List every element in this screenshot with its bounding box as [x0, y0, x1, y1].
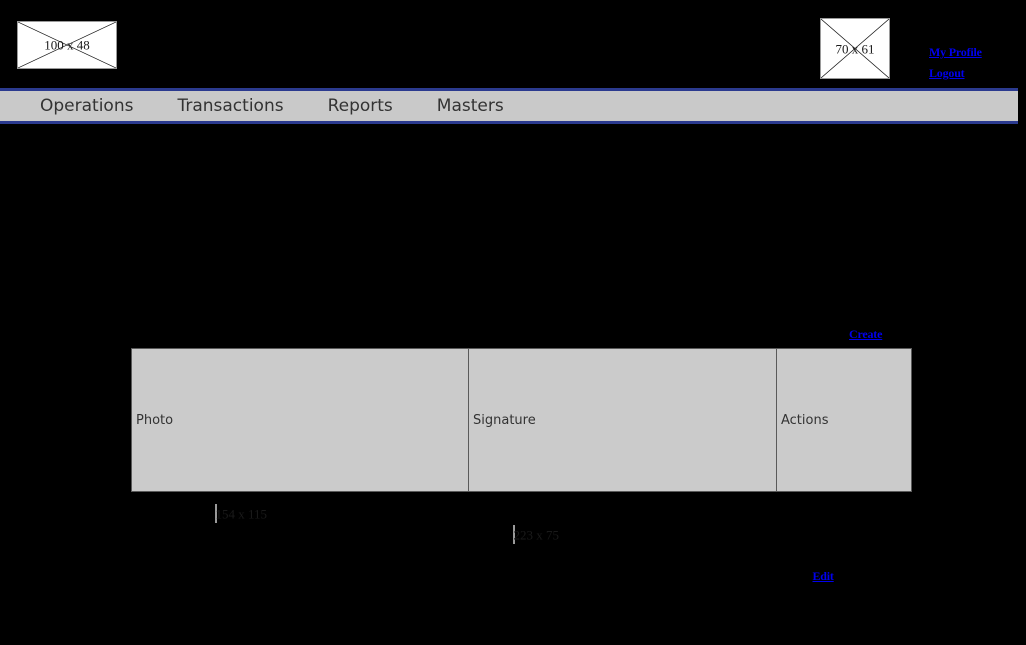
nav-item-reports[interactable]: Reports	[328, 96, 393, 116]
table-header-row: Photo Signature Actions	[132, 349, 912, 492]
header-links: My Profile Logout	[929, 42, 1024, 84]
column-header-actions: Actions	[777, 349, 912, 492]
edit-link[interactable]: Edit	[813, 569, 834, 583]
nav-item-masters[interactable]: Masters	[437, 96, 504, 116]
column-header-photo: Photo	[132, 349, 469, 492]
cell-signature: 223 x 75	[469, 492, 777, 645]
main-content: Create Photo Signature Actions 154 x 115	[0, 124, 1026, 545]
cell-actions: Edit	[777, 492, 912, 645]
main-navigation-bar: Operations Transactions Reports Masters	[0, 88, 1018, 124]
site-logo-broken-image: 100 x 48	[17, 21, 117, 69]
table-body: 154 x 115 223 x 75 Edit	[132, 492, 912, 645]
nav-item-transactions[interactable]: Transactions	[177, 96, 283, 116]
photo-broken-image: 154 x 115	[215, 504, 217, 523]
my-profile-link[interactable]: My Profile	[929, 42, 1024, 63]
site-logo-alt-text: 100 x 48	[18, 38, 116, 53]
records-table: Photo Signature Actions 154 x 115	[131, 348, 912, 645]
create-link[interactable]: Create	[849, 327, 882, 341]
signature-broken-image: 223 x 75	[513, 525, 515, 544]
nav-item-operations[interactable]: Operations	[40, 96, 133, 116]
table-head: Photo Signature Actions	[132, 349, 912, 492]
column-header-signature: Signature	[469, 349, 777, 492]
table-row: 154 x 115 223 x 75 Edit	[132, 492, 912, 645]
user-avatar-alt-text: 70 x 61	[821, 41, 889, 56]
page-header: 100 x 48 70 x 61 My Profile Logout	[0, 0, 1026, 88]
logout-link[interactable]: Logout	[929, 63, 1024, 84]
cell-photo: 154 x 115	[132, 492, 469, 645]
user-avatar-broken-image: 70 x 61	[820, 18, 890, 79]
